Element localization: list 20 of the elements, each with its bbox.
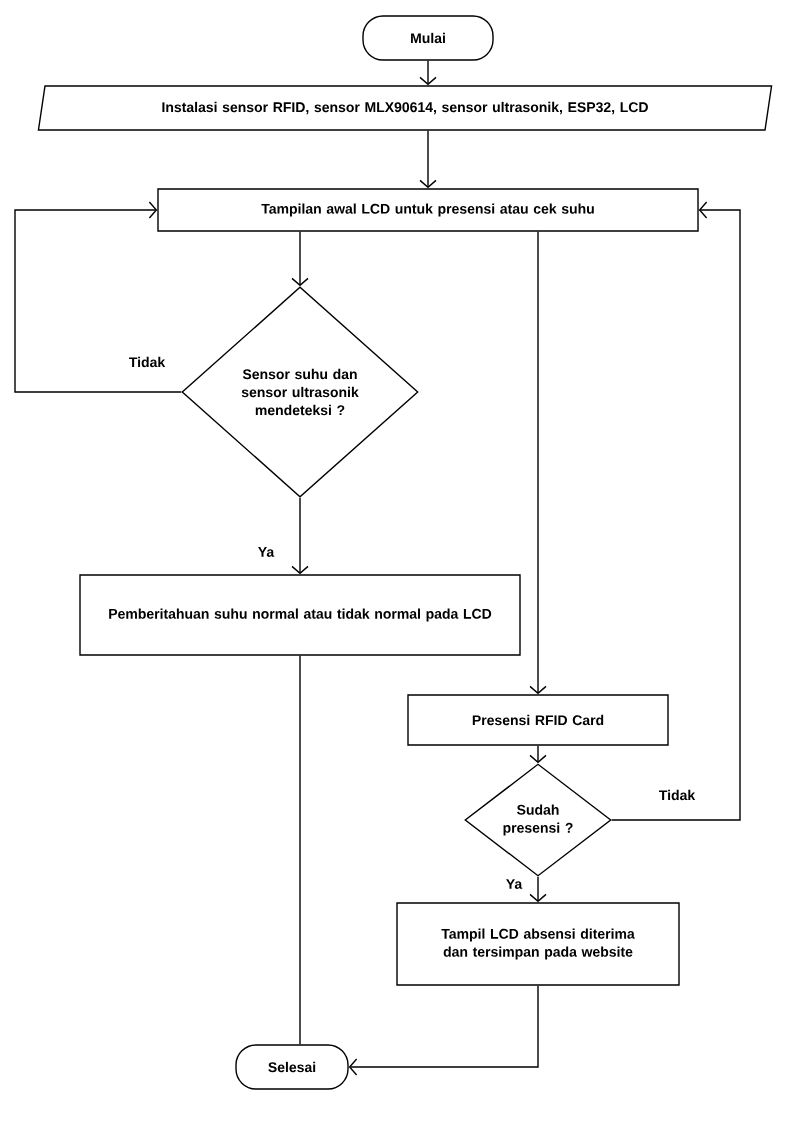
arrow: [529, 231, 547, 695]
edge-label: Tidak: [657, 788, 697, 802]
process-box: Tampilan awal LCD untuk presensi atau cek suhu: [157, 188, 699, 232]
edge-label: Ya: [504, 878, 524, 890]
edge-label: Tidak: [127, 355, 167, 369]
arrow: [291, 497, 309, 575]
arrow: [14, 201, 182, 393]
arrow: [419, 130, 437, 189]
edge-label: Ya: [256, 546, 276, 558]
input-output-box: Instalasi sensor RFID, sensor MLX90614, sensor ultrasonik, ESP32, LCD: [37, 85, 773, 131]
arrow: [291, 231, 309, 287]
process-box: Tampil LCD absensi diterima dan tersimpan pada website: [396, 902, 680, 986]
terminator: Selesai: [235, 1044, 349, 1090]
terminator: Mulai: [362, 15, 494, 61]
process-box: Presensi RFID Card: [407, 694, 669, 746]
arrow: [611, 201, 741, 821]
arrow: [419, 60, 437, 86]
arrow: [529, 876, 547, 903]
arrow: [348, 985, 539, 1076]
process-box: Pemberitahuan suhu normal atau tidak normal pada LCD: [79, 574, 521, 656]
